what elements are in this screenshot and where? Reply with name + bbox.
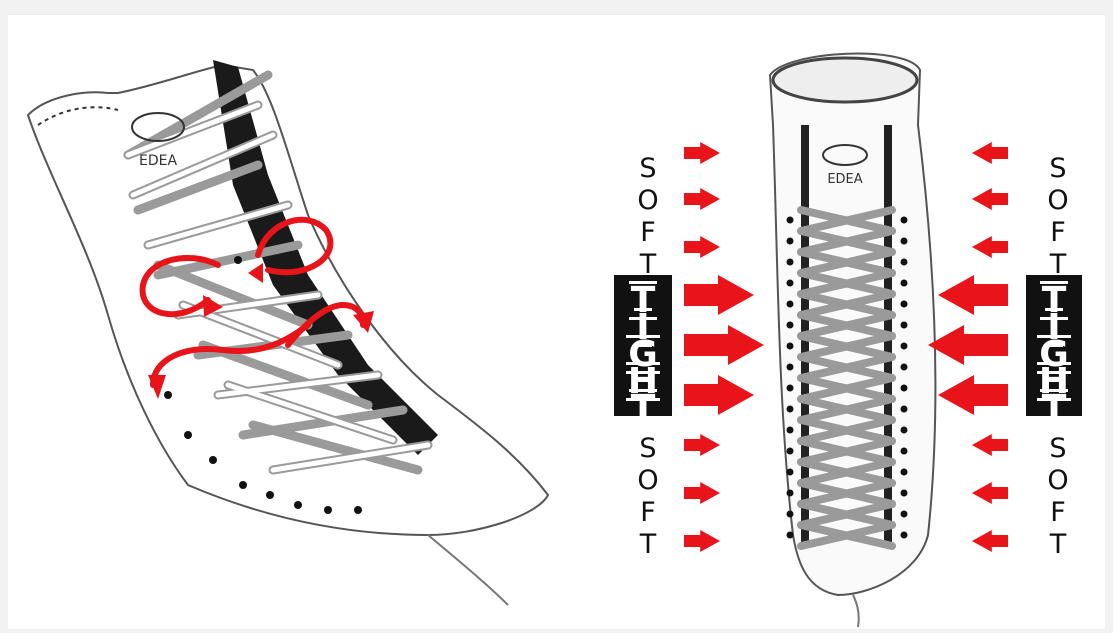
small-arrow-left <box>972 530 1008 552</box>
small-arrow-left <box>972 482 1008 504</box>
pressure-arrows <box>8 15 1105 629</box>
small-arrow-left <box>972 142 1008 164</box>
small-arrow-right <box>684 142 720 164</box>
large-arrow-right <box>684 325 764 365</box>
large-arrow-right <box>684 275 754 315</box>
small-arrow-left <box>972 188 1008 210</box>
figure-panel: EDEA EDEA S O F T T I <box>8 14 1105 629</box>
small-arrow-right <box>684 236 720 258</box>
small-arrow-left <box>972 236 1008 258</box>
small-arrow-right <box>684 434 720 456</box>
small-arrow-right <box>684 188 720 210</box>
large-arrow-left <box>928 325 1008 365</box>
small-arrow-right <box>684 482 720 504</box>
large-arrow-left <box>938 275 1008 315</box>
large-arrow-left <box>938 375 1008 415</box>
small-arrow-right <box>684 530 720 552</box>
small-arrow-left <box>972 434 1008 456</box>
large-arrow-right <box>684 375 754 415</box>
